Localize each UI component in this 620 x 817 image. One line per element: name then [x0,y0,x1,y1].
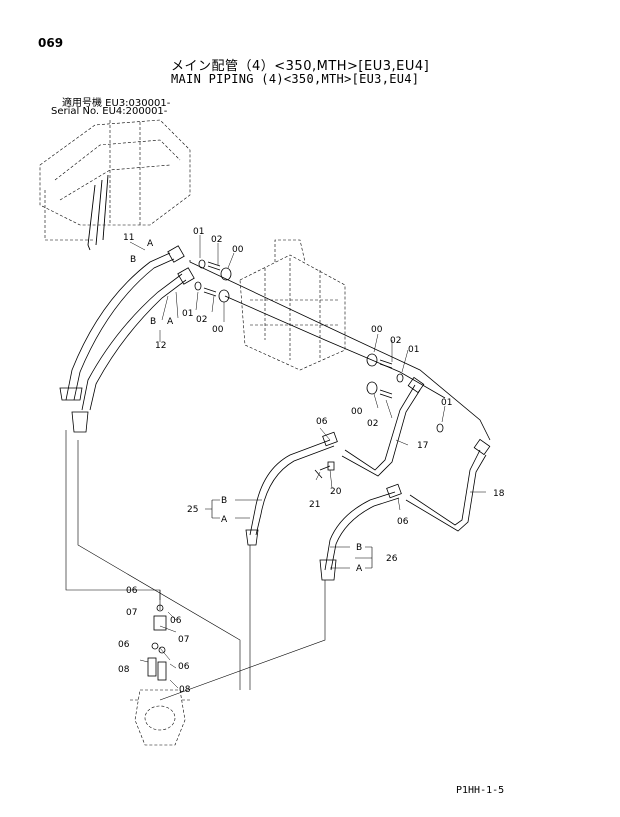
serial-line-2: Serial No. EU4:200001- [51,106,168,117]
swing-motor [130,689,190,746]
callout-b-upper: B [130,255,136,265]
callout-06-lower-a: 06 [126,586,138,596]
callout-18: 18 [493,489,505,499]
callout-02-mid: 02 [196,315,207,325]
control-valve [239,239,346,371]
leaders [129,235,486,689]
callout-a-upper: A [147,239,154,249]
callout-12: 12 [155,341,166,351]
callout-08-left: 08 [118,665,130,675]
hose-26 [319,483,402,581]
callout-01-upper: 01 [193,227,204,237]
callout-b-lower: B [150,317,156,327]
machine-outline [39,119,191,241]
pipe-18 [405,438,491,532]
callout-02-upper: 02 [211,235,222,245]
callout-01-right-lower: 01 [441,398,452,408]
hose-25 [245,431,338,546]
callout-06-lower-d: 06 [178,662,190,672]
callout-21: 21 [309,500,320,510]
callout-07-left: 07 [126,608,137,618]
callout-a-25: A [221,515,228,525]
hose-12 [71,273,187,433]
callout-b-26: B [356,543,362,553]
title-japanese: メイン配管（4）<350,MTH>[EU3,EU4] [171,59,430,74]
callout-01-mid: 01 [182,309,193,319]
pipe-17 [341,376,425,477]
bracket-25 [205,499,262,519]
bracket-26 [330,546,373,569]
callout-00-upper: 00 [232,245,244,255]
callout-00-right-lower: 00 [351,407,363,417]
callout-06-right: 06 [397,517,409,527]
callout-08-right: 08 [179,685,191,695]
callout-25: 25 [187,505,198,515]
flange-right [366,353,444,433]
callout-a-lower: A [167,317,174,327]
callout-06-upper: 06 [316,417,328,427]
fitting-07 [153,604,167,631]
callout-00-right-upper: 00 [371,325,383,335]
hose-11 [59,252,175,401]
callout-b-25: B [221,496,227,506]
callout-17: 17 [417,441,428,451]
callout-20: 20 [330,487,342,497]
bolt-20-21 [314,461,335,479]
flange-upper [194,259,232,303]
callout-a-26: A [356,564,363,574]
footer-code: P1HH-1-5 [456,785,505,796]
callout-06-lower-c: 06 [118,640,130,650]
drop-lines [65,430,326,701]
callout-labels: 11 A B 01 02 00 01 02 00 B A 12 00 02 01… [118,227,505,695]
callout-01-right-upper: 01 [408,345,419,355]
callout-11: 11 [123,233,134,243]
callout-02-right-lower: 02 [367,419,378,429]
title-english: MAIN PIPING (4)<350,MTH>[EU3,EU4] [171,72,420,86]
leader-line-lower [224,295,446,399]
callout-02-right-upper: 02 [390,336,401,346]
leader-line-upper [189,260,491,441]
callout-00-mid: 00 [212,325,224,335]
machine-hoses [87,174,109,251]
callout-26: 26 [386,554,398,564]
fitting-08 [147,642,167,681]
callout-07-right: 07 [178,635,189,645]
callout-06-lower-b: 06 [170,616,182,626]
page-number: 069 [38,36,64,50]
serial-line-1: 適用号機 EU3:030001- [62,98,171,109]
